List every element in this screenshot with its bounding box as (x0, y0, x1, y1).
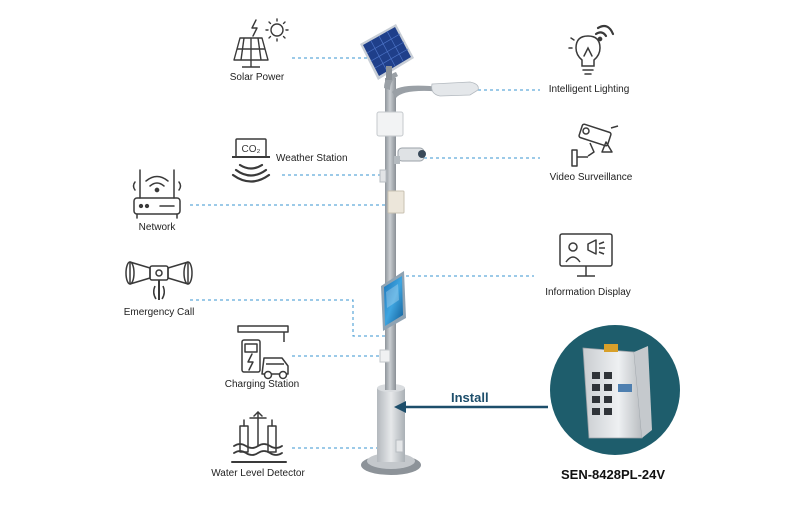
network-router-icon (132, 169, 182, 219)
label-network: Network (138, 222, 176, 233)
solar-panel (360, 24, 414, 80)
label-weather-station: Weather Station (276, 153, 348, 164)
weather-sensor-box (379, 169, 387, 183)
label-emergency-call: Emergency Call (123, 307, 195, 318)
camera-device (394, 147, 426, 164)
network-box (387, 190, 405, 214)
label-video-surveillance: Video Surveillance (549, 172, 633, 183)
label-solar-power: Solar Power (229, 72, 285, 83)
street-pole (360, 24, 479, 475)
label-water-level-detector: Water Level Detector (211, 468, 305, 479)
pole-module-box (376, 111, 404, 137)
label-install: Install (451, 390, 489, 405)
label-charging-station: Charging Station (224, 379, 300, 390)
label-model-number: SEN-8428PL-24V (561, 467, 666, 482)
lamp-arm-curve (384, 72, 398, 90)
solar-power-icon (233, 18, 289, 68)
intelligent-lighting-icon (568, 24, 615, 75)
pole-shaft (385, 78, 396, 390)
water-level-detector-icon (231, 411, 287, 463)
industrial-switch-icon (582, 344, 652, 439)
lamp-head (431, 81, 479, 97)
label-intelligent-lighting: Intelligent Lighting (548, 84, 630, 95)
video-surveillance-icon (571, 123, 619, 167)
switch-badge (550, 325, 680, 455)
solar-panel-mount (386, 66, 392, 80)
charging-box (379, 349, 391, 363)
connector-emergency (190, 299, 392, 337)
label-information-display: Information Display (545, 287, 631, 298)
emergency-call-icon (125, 261, 193, 300)
weather-station-icon (231, 138, 271, 183)
co2-label: CO₂ (242, 144, 261, 155)
lamp-arm (392, 85, 440, 98)
solar-panel-grid (366, 30, 409, 72)
water-sensor-box (395, 439, 404, 453)
install-arrow (394, 401, 548, 413)
information-display-icon (559, 233, 613, 277)
charging-station-icon (237, 325, 289, 380)
info-display-panel (381, 271, 406, 331)
